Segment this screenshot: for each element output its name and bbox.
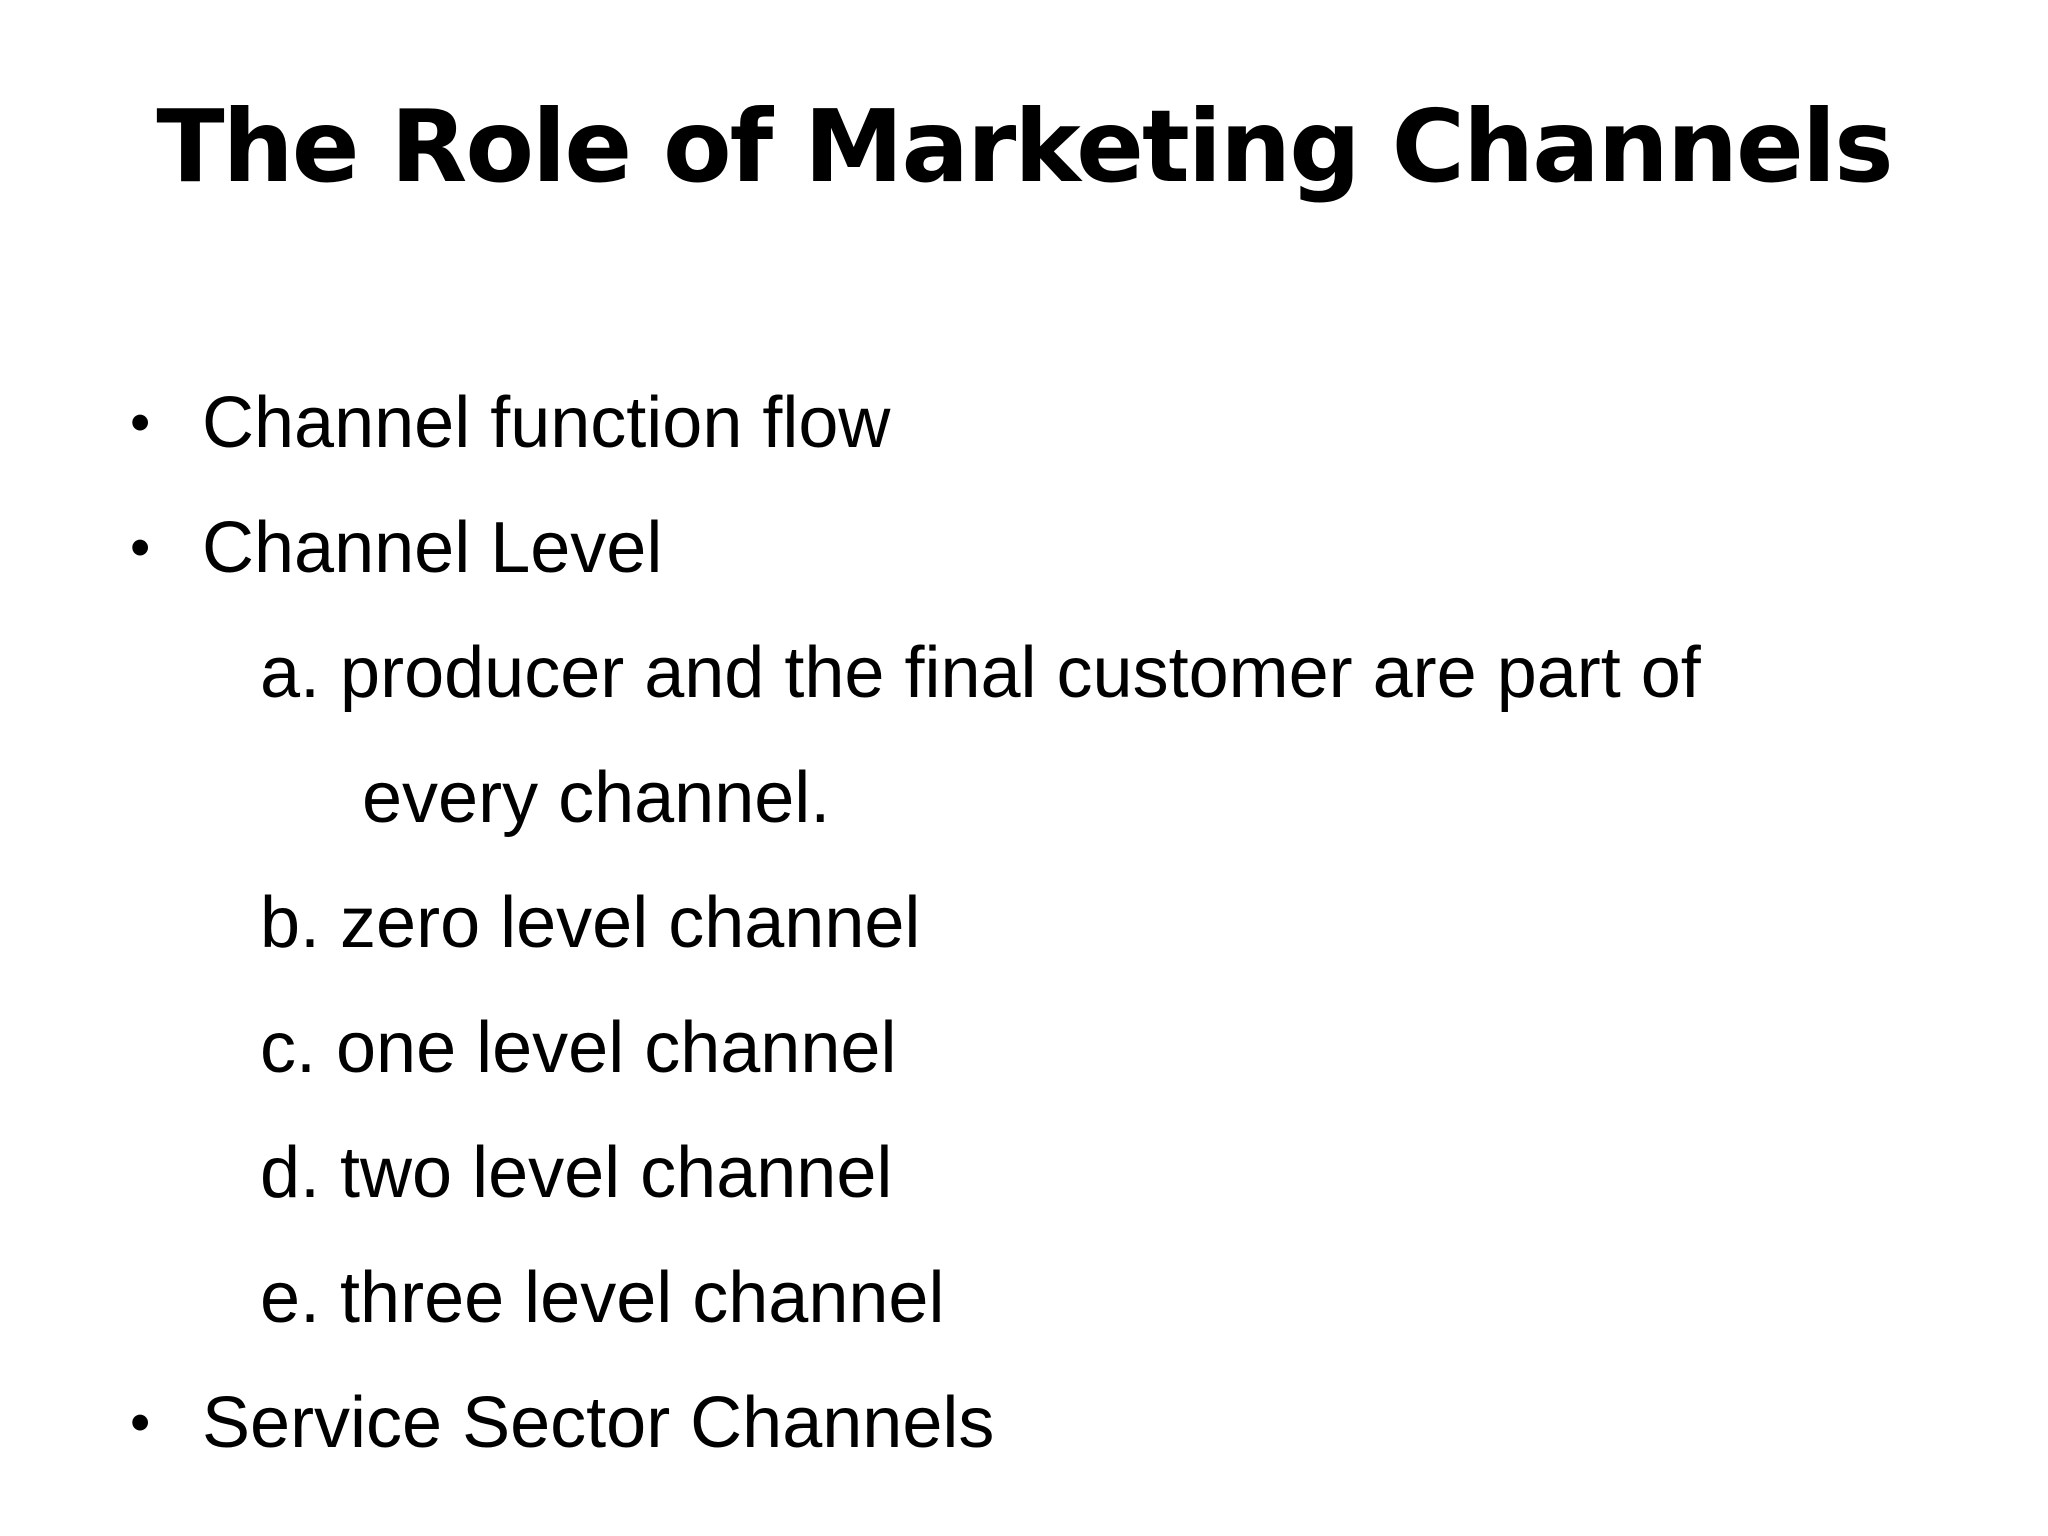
bullet-marker: • xyxy=(130,515,151,580)
bullet-marker: • xyxy=(130,1390,151,1455)
sub-item-text: every channel. xyxy=(362,757,831,838)
bullet-text: Service Sector Channels xyxy=(202,1382,995,1463)
sub-item-d: d. two level channel xyxy=(100,1110,2008,1235)
sub-item-text: b. zero level channel xyxy=(260,882,921,963)
bullet-text: Channel Level xyxy=(202,507,663,588)
sub-item-text: a. producer and the final customer are p… xyxy=(260,632,1701,713)
bullet-item-channel-function-flow: • Channel function flow xyxy=(100,360,2008,485)
bullet-item-service-sector-channels: • Service Sector Channels xyxy=(100,1360,2008,1485)
bullet-marker: • xyxy=(130,390,151,455)
bullet-item-channel-level: • Channel Level xyxy=(100,485,2008,610)
sub-item-text: d. two level channel xyxy=(260,1132,893,1213)
sub-item-a: a. producer and the final customer are p… xyxy=(100,610,2008,735)
sub-item-e: e. three level channel xyxy=(100,1235,2008,1360)
sub-item-text: e. three level channel xyxy=(260,1257,945,1338)
slide-title: The Role of Marketing Channels xyxy=(156,88,1893,205)
sub-item-b: b. zero level channel xyxy=(100,860,2008,985)
bullet-text: Channel function flow xyxy=(202,382,891,463)
sub-item-a-continuation: every channel. xyxy=(100,735,2008,860)
sub-item-c: c. one level channel xyxy=(100,985,2008,1110)
bullet-list: • Channel function flow • Channel Level … xyxy=(100,360,2008,1485)
sub-item-text: c. one level channel xyxy=(260,1007,897,1088)
